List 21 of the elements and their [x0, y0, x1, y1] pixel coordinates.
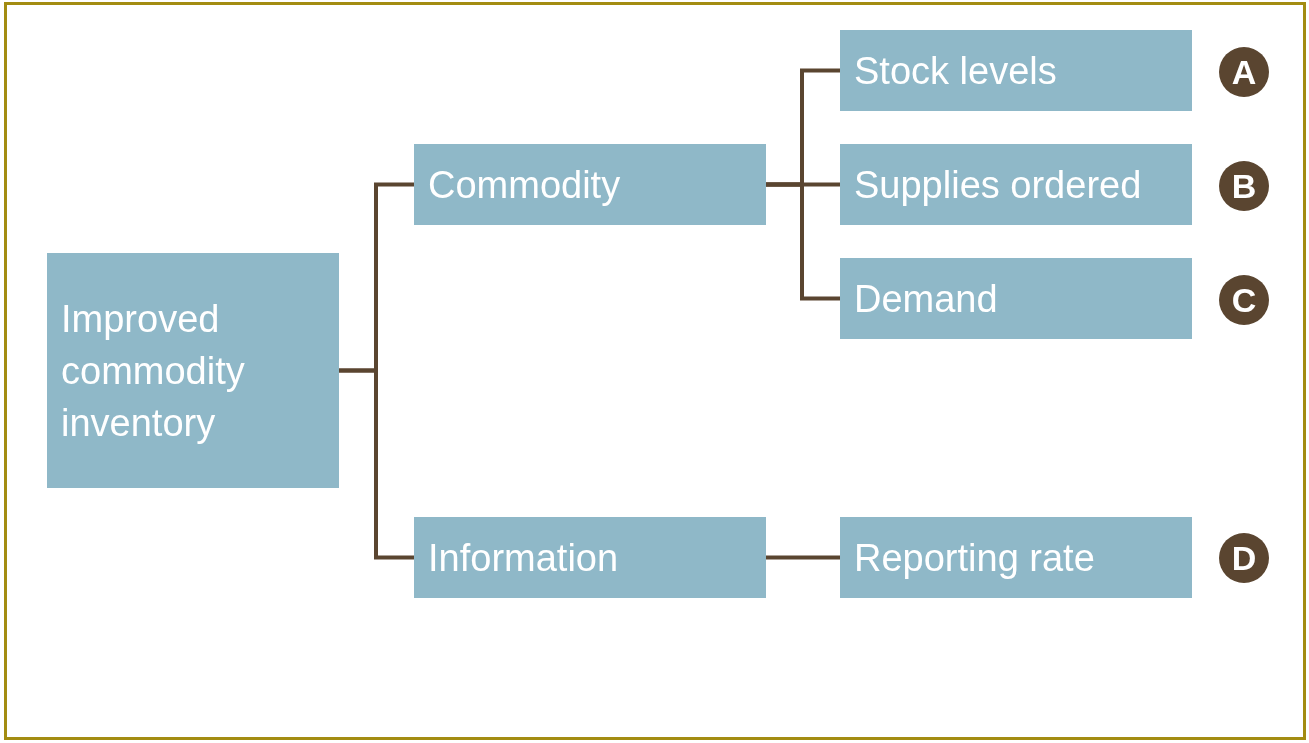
box-label: Stock levels [854, 48, 1057, 94]
category-box [840, 144, 1192, 225]
category-box [414, 144, 766, 225]
box-label: Information [428, 535, 619, 581]
connector-line [766, 555, 840, 560]
category-box [414, 517, 766, 598]
category-box [840, 30, 1192, 111]
box-label: Demand [854, 276, 998, 322]
box-label: Supplies ordered [854, 162, 1142, 208]
box-label: Commodity [428, 162, 621, 208]
category-box [840, 517, 1192, 598]
callout-letter: D [1231, 541, 1257, 575]
callout-letter: A [1231, 55, 1257, 89]
box-label: Reporting rate [854, 535, 1095, 581]
callout-letter: C [1231, 283, 1257, 317]
callout-letter: B [1231, 169, 1257, 203]
box-label: Improved commodity inventory [61, 296, 246, 446]
category-box [840, 258, 1192, 339]
category-box [47, 253, 339, 488]
connector-line [766, 182, 840, 301]
connector-line [339, 368, 414, 560]
